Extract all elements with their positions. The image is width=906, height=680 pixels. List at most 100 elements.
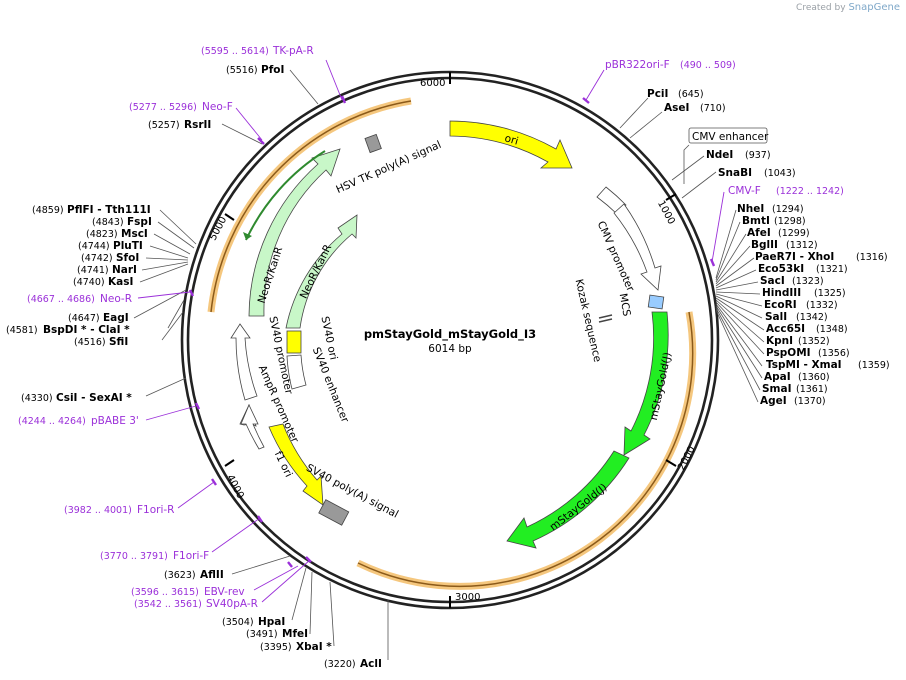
cmv-promoter-arrow [613,203,662,291]
tick-2000: 2000 [676,445,698,473]
sv40-enhancer-box [286,354,307,390]
enzyme-labels-right: PciI (645) AseI (710) NdeI (937) SnaBI (… [647,88,890,407]
enzyme-pflfi-pos: (4859) [32,205,64,216]
primer-neo-r: Neo-R [100,293,132,305]
enzyme-nari: NarI [112,264,137,276]
enzyme-snabi: SnaBI [718,167,752,179]
enzyme-tspmi-xmai-pos: (1359) [858,360,890,371]
enzyme-eagi-pos: (4647) [68,313,100,324]
enzyme-pspomi-pos: (1356) [818,348,850,359]
enzyme-hindiii-pos: (1325) [814,288,846,299]
enzyme-ndei: NdeI [706,149,733,161]
enzyme-kasi-pos: (4740) [73,277,105,288]
snapgene-credit: Created by SnapGene [796,2,900,13]
enzyme-hindiii: HindIII [762,287,801,299]
enzyme-agei-pos: (1370) [794,396,826,407]
enzyme-xbai: XbaI * [296,641,332,653]
orf-arc-neo-line [210,100,412,313]
enzyme-sali-pos: (1342) [796,312,828,323]
label-mcs: MCS [617,292,633,317]
enzyme-acc65i: Acc65I [766,323,805,335]
enzyme-acli: AclI [360,658,382,670]
enzyme-kpni: KpnI [766,335,793,347]
primer-f1ori-r-pos: (3982 .. 4001) [64,505,132,516]
enzyme-pfoi-pos: (5516) [226,65,258,76]
f1-ori-arrow [268,423,324,506]
enzyme-nhei-pos: (1294) [772,204,804,215]
primer-pbr322ori-f-pos: (490 .. 509) [680,60,736,71]
label-cmv-enhancer: CMV enhancer [692,131,769,143]
mstaygold-arrow-1 [623,311,669,456]
neokanr-arrow-1 [248,148,341,317]
enzyme-leaders [133,69,765,660]
enzyme-eco53ki: Eco53kI [758,263,804,275]
enzyme-csii-pos: (4330) [21,393,53,404]
enzyme-kpni-pos: (1352) [798,336,830,347]
primer-pbabe3-pos: (4244 .. 4264) [18,416,86,427]
enzyme-pcii: PciI [647,88,668,100]
enzyme-acc65i-pos: (1348) [816,324,848,335]
primer-neo-r-pos: (4667 .. 4686) [27,294,95,305]
ori-arrow [449,120,573,169]
enzyme-eagi: EagI [103,312,129,324]
enzyme-paer7i-xhoi: PaeR7I - XhoI [755,251,834,263]
enzyme-sfoi: SfoI [116,252,139,264]
enzyme-hpai: HpaI [258,616,285,628]
sv40-polya-box [318,499,350,526]
primer-cmv-f: CMV-F [728,185,761,197]
mstaygold-arrow-2 [506,450,630,549]
enzyme-saci: SacI [760,275,785,287]
kozak-mark [598,314,613,319]
enzyme-paer7i-xhoi-pos: (1316) [856,252,888,263]
enzyme-fspi: FspI [127,216,152,228]
label-hsv-tk-polya: HSV TK poly(A) signal [334,139,443,196]
enzyme-apai-pos: (1360) [798,372,830,383]
credit-brand: SnapGene [848,2,900,13]
sv40-promoter-arrow [230,323,258,401]
primer-sv40pa-r-pos: (3542 .. 3561) [134,599,202,610]
enzyme-kasi: KasI [108,276,133,288]
enzyme-asei: AseI [664,102,689,114]
enzyme-clai-pos: (4581) [6,325,38,336]
enzyme-apai: ApaI [764,371,791,383]
enzyme-pluti-pos: (4744) [78,241,110,252]
plasmid-size: 6014 bp [428,343,472,355]
enzyme-pflfi: PflFI - Tth111I [67,204,151,216]
label-mstaygold-2: mStayGold(J) [548,481,610,533]
enzyme-pcii-pos: (645) [678,89,704,100]
enzyme-labels-left: (5516) PfoI (5257) RsrII (4859) PflFI - … [6,64,382,670]
enzyme-smai-pos: (1361) [796,384,828,395]
enzyme-bglii-pos: (1312) [786,240,818,251]
enzyme-bglii: BglII [751,239,778,251]
primer-f1ori-r: F1ori-R [137,504,174,516]
primer-ebv-rev: EBV-rev [204,586,245,598]
orf-arc-stop-1-line [357,311,694,588]
enzyme-acli-pos: (3220) [324,659,356,670]
primer-neo-f-pos: (5277 .. 5296) [129,102,197,113]
enzyme-pluti: PluTI [113,240,143,252]
enzyme-saci-pos: (1323) [792,276,824,287]
enzyme-ecori-pos: (1332) [806,300,838,311]
enzyme-hpai-pos: (3504) [222,617,254,628]
label-neokanr-2: NeoR/KanR [298,243,335,301]
enzyme-aflii: AflII [200,569,224,581]
enzyme-csii: CsiI - SexAI * [56,392,132,404]
primer-ebv-rev-pos: (3596 .. 3615) [131,587,199,598]
enzyme-afei-pos: (1299) [778,228,810,239]
orf-arcs [207,97,697,590]
plasmid-name: pmStayGold_mStayGold_I3 [364,327,536,342]
sv40-ori-box [286,330,302,354]
primer-leaders [137,59,725,603]
primer-pbabe3: pBABE 3' [91,415,139,427]
enzyme-agei: AgeI [760,395,787,407]
enzyme-asei-pos: (710) [700,103,726,114]
hsv-tk-polya-box [364,133,382,154]
enzyme-sfii-pos: (4516) [74,337,106,348]
mcs-box [647,294,665,310]
label-ori: ori [503,132,519,147]
enzyme-ecori: EcoRI [764,299,797,311]
enzyme-rsrii: RsrII [184,119,211,131]
label-kozak: Kozak sequence [573,278,604,363]
enzyme-sfoi-pos: (4742) [81,253,113,264]
